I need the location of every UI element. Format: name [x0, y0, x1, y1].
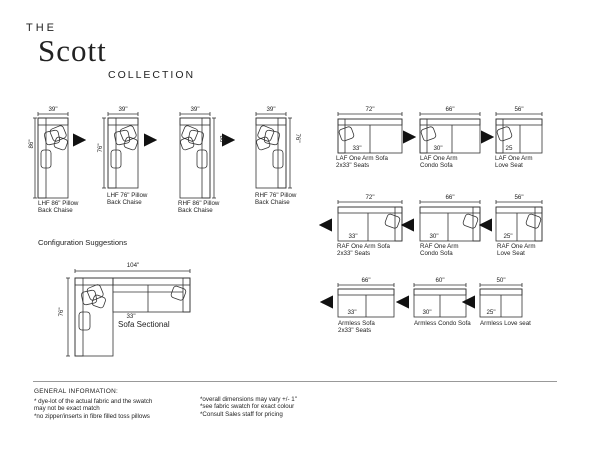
laf-one-arm-love-seat: [495, 112, 543, 154]
general-info-title: GENERAL INFORMATION:: [34, 388, 119, 395]
collection-title: Scott: [38, 33, 107, 68]
chaise-lhf-76: [102, 112, 139, 189]
laf-condo-label: LAF One Arm Condo Sofa: [420, 155, 458, 170]
laf-one-arm-sofa: [337, 112, 403, 154]
configuration-title: Configuration Suggestions: [38, 238, 128, 247]
footer-divider: [33, 381, 557, 382]
chaise-lhf-86: [33, 112, 69, 199]
chaise-1-width: 39": [48, 106, 57, 113]
chaise-rhf-86: [179, 112, 216, 199]
chaise-4-width: 39": [266, 106, 275, 113]
laf-one-arm-condo-sofa: [419, 112, 481, 154]
brand-the: THE: [26, 22, 57, 34]
armless-sofa: [337, 283, 395, 318]
chaise-4-label: RHF 76" Pillow Back Chaise: [255, 192, 297, 207]
armless-loveseat-label: Armless Love seat: [480, 320, 531, 327]
armless-condo-width: 60": [435, 277, 444, 284]
armless-condo-seat: 30": [422, 309, 431, 316]
armless-loveseat-width: 50": [496, 277, 505, 284]
armless-condo-label: Armless Condo Sofa: [414, 320, 471, 327]
laf-sofa-seat: 33": [352, 145, 361, 152]
raf-one-arm-sofa: [337, 200, 403, 242]
general-info-left: * dye-lot of the actual fabric and the s…: [34, 398, 153, 420]
laf-sofa-label: LAF One Arm Sofa 2x33" Seats: [336, 155, 388, 170]
laf-loveseat-width: 56": [514, 106, 523, 113]
raf-sofa-label: RAF One Arm Sofa 2x33" Seats: [337, 243, 390, 258]
raf-one-arm-love-seat: [495, 200, 543, 242]
armless-condo-sofa: [413, 283, 467, 318]
chaise-3-width: 39": [190, 106, 199, 113]
chaise-2-label: LHF 76" Pillow Back Chaise: [107, 192, 148, 207]
chaise-1-label: LHF 86" Pillow Back Chaise: [38, 200, 79, 215]
sectional-seat: 33": [126, 313, 135, 320]
chaise-2-depth: 76": [97, 143, 104, 152]
raf-loveseat-width: 56": [514, 194, 523, 201]
laf-condo-seat: 30": [433, 145, 442, 152]
laf-sofa-width: 72": [365, 106, 374, 113]
chaise-3-label: RHF 86" Pillow Back Chaise: [178, 200, 220, 215]
sectional-depth: 76": [58, 307, 65, 316]
raf-sofa-seat: 33": [348, 233, 357, 240]
raf-loveseat-label: RAF One Arm Love Seat: [497, 243, 536, 258]
raf-one-arm-condo-sofa: [419, 200, 481, 242]
sectional-width: 104": [127, 262, 140, 269]
armless-love-seat: [479, 283, 523, 318]
raf-condo-width: 66": [445, 194, 454, 201]
sofa-sectional-label: Sofa Sectional: [118, 320, 170, 329]
general-info-right: *overall dimensions may vary +/- 1" *see…: [200, 396, 297, 418]
armless-sofa-label: Armless Sofa 2x33" Seats: [338, 320, 375, 335]
chaise-4-depth: 76": [294, 133, 301, 142]
chaise-3-depth: 86": [218, 135, 225, 144]
armless-sofa-width: 66": [361, 277, 370, 284]
laf-condo-width: 66": [445, 106, 454, 113]
raf-condo-seat: 30": [429, 233, 438, 240]
raf-sofa-width: 72": [365, 194, 374, 201]
laf-loveseat-label: LAF One Arm Love Seat: [495, 155, 533, 170]
brand-collection: COLLECTION: [108, 69, 196, 81]
raf-loveseat-seat: 25": [503, 233, 512, 240]
chaise-2-width: 39": [118, 106, 127, 113]
chaise-rhf-76: [255, 112, 292, 189]
sofa-sectional-diagram: [66, 269, 191, 357]
chaise-1-depth: 86": [28, 139, 35, 148]
laf-loveseat-seat: 25: [506, 145, 513, 152]
armless-sofa-seat: 33": [347, 309, 356, 316]
raf-condo-label: RAF One Arm Condo Sofa: [420, 243, 459, 258]
armless-loveseat-seat: 25": [486, 309, 495, 316]
